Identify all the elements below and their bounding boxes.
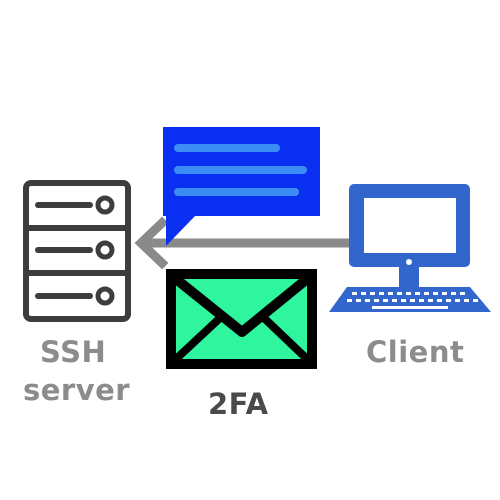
chat-bubble-icon <box>163 127 320 246</box>
envelope-icon <box>166 269 317 369</box>
arrow-left-icon <box>134 216 352 270</box>
ssh-server-label-line1: SSH <box>40 335 107 369</box>
desktop-computer-icon <box>329 184 491 312</box>
twofa-label: 2FA <box>208 387 269 421</box>
ssh-server-label-line2: server <box>23 373 131 407</box>
client-label: Client <box>366 335 465 369</box>
server-rack-icon <box>23 180 131 322</box>
